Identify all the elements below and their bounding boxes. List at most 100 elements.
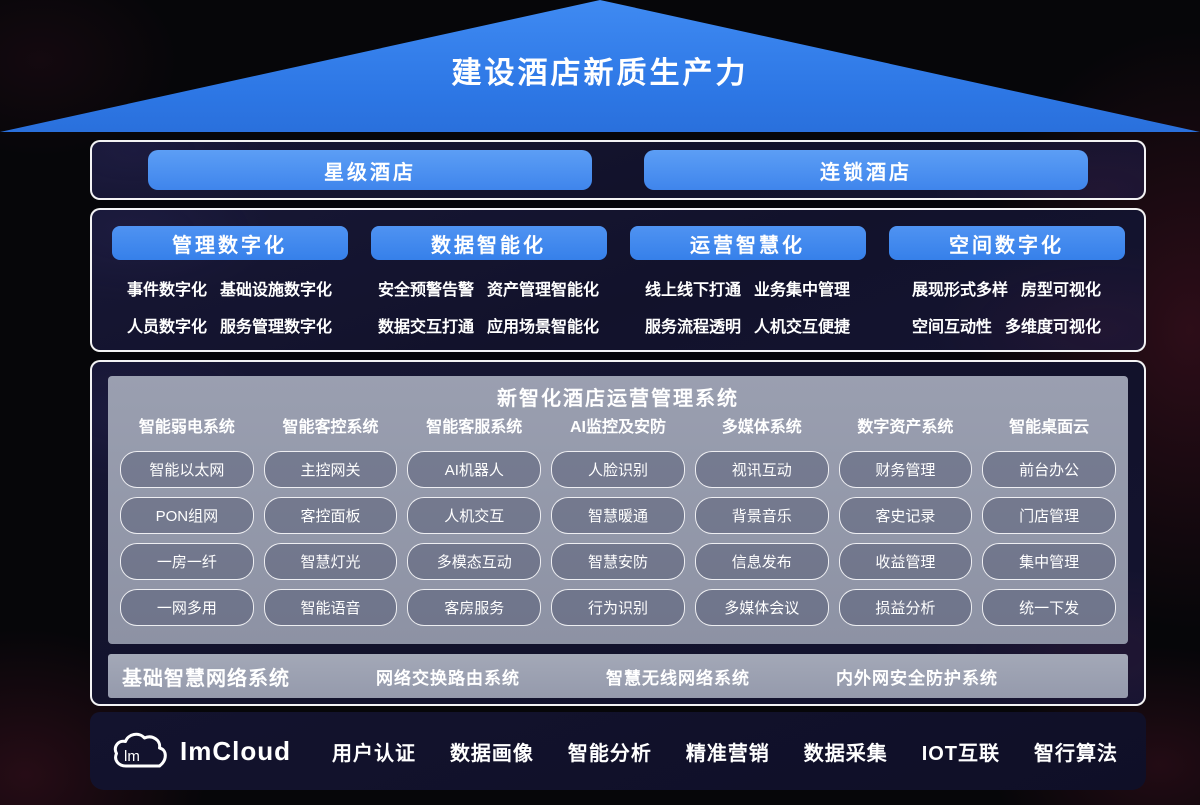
network-item: 智慧无线网络系统 — [606, 668, 750, 688]
pillar-title: 管理数字化 — [111, 226, 348, 260]
footer-item: 数据画像 — [449, 742, 534, 765]
ops-cell: 损益分析 — [838, 589, 973, 626]
pillar-keyword: 服务管理数字化 — [220, 319, 333, 336]
ops-cell: PON组网 — [120, 497, 254, 534]
pillar-space: 空间数字化 展现形式多样 房型可视化 空间互动性 多维度可视化 — [877, 226, 1136, 340]
pillar-keyword: 基础设施数字化 — [220, 282, 333, 299]
pillar-keywords: 展现形式多样 房型可视化 空间互动性 多维度可视化 — [912, 276, 1101, 337]
ops-system-panel: 新智化酒店运营管理系统 智能弱电系统 智能以太网 PON组网 一房一纤 一网多用… — [108, 376, 1128, 644]
pillar-operations: 运营智慧化 线上线下打通 业务集中管理 服务流程透明 人机交互便捷 — [618, 226, 877, 340]
cloud-logo-letters: lm — [124, 748, 140, 765]
ops-column-title: AI监控及安防 — [569, 419, 666, 436]
pillar-keyword-row: 数据交互打通 应用场景智能化 — [378, 313, 599, 337]
pillar-keyword-row: 安全预警告警 资产管理智能化 — [378, 276, 599, 300]
ops-column-title: 多媒体系统 — [721, 419, 802, 436]
pillar-keyword: 线上线下打通 — [644, 282, 741, 299]
pillar-management: 管理数字化 事件数字化 基础设施数字化 人员数字化 服务管理数字化 — [100, 226, 359, 340]
ops-column-digital-assets: 数字资产系统 财务管理 客史记录 收益管理 损益分析 — [838, 414, 973, 626]
ops-column-ai-security: AI监控及安防 人脸识别 智慧暖通 智慧安防 行为识别 — [551, 414, 685, 626]
ops-cell: 集中管理 — [982, 543, 1116, 580]
ops-cell: 智慧暖通 — [551, 497, 685, 534]
hotel-type-chain-label: 连锁酒店 — [820, 161, 912, 184]
pillar-keyword-row: 事件数字化 基础设施数字化 — [127, 276, 332, 300]
ops-cell: 多模态互动 — [407, 543, 542, 580]
pillar-keyword: 事件数字化 — [126, 282, 207, 299]
pillar-title: 空间数字化 — [888, 226, 1125, 260]
ops-system-grid: 智能弱电系统 智能以太网 PON组网 一房一纤 一网多用 智能客控系统 主控网关… — [120, 414, 1116, 626]
pillar-keyword-row: 服务流程透明 人机交互便捷 — [645, 313, 850, 337]
ops-cell: 人脸识别 — [551, 451, 685, 488]
footer-item: 智行算法 — [1033, 742, 1118, 765]
pillar-keyword-row: 展现形式多样 房型可视化 — [912, 276, 1101, 300]
pillar-keyword: 资产管理智能化 — [487, 282, 600, 299]
footer-item: 用户认证 — [332, 742, 416, 765]
brand-name: ImCloud — [180, 735, 291, 766]
ops-cell: 财务管理 — [838, 451, 973, 488]
capability-pillars-section: 管理数字化 事件数字化 基础设施数字化 人员数字化 服务管理数字化 数据智能化 … — [90, 208, 1146, 352]
ops-cell: 视讯互动 — [694, 451, 829, 488]
ops-cell: 前台办公 — [982, 451, 1116, 488]
footer-item: 智能分析 — [567, 742, 652, 765]
pillar-keyword-row: 线上线下打通 业务集中管理 — [645, 276, 850, 300]
ops-cell: 主控网关 — [263, 451, 398, 488]
ops-column-desktop-cloud: 智能桌面云 前台办公 门店管理 集中管理 统一下发 — [982, 414, 1116, 626]
ops-system-section: 新智化酒店运营管理系统 智能弱电系统 智能以太网 PON组网 一房一纤 一网多用… — [90, 360, 1146, 706]
pillar-title: 数据智能化 — [370, 226, 607, 260]
ops-cell: 行为识别 — [551, 589, 685, 626]
ops-cell: 客房服务 — [407, 589, 542, 626]
ops-column-title: 数字资产系统 — [857, 419, 954, 436]
ops-cell: 一房一纤 — [120, 543, 254, 580]
ops-cell: 智能语音 — [263, 589, 398, 626]
imcloud-cloud-icon: lm — [113, 732, 167, 768]
ops-cell: AI机器人 — [407, 451, 542, 488]
ops-cell: 一网多用 — [120, 589, 254, 626]
pillar-keyword: 房型可视化 — [1021, 282, 1102, 299]
network-item: 网络交换路由系统 — [376, 668, 520, 688]
pillar-title: 运营智慧化 — [629, 226, 866, 260]
ops-cell: 多媒体会议 — [694, 589, 829, 626]
hotel-types-section: 星级酒店 连锁酒店 — [90, 140, 1146, 200]
ops-column-multimedia: 多媒体系统 视讯互动 背景音乐 信息发布 多媒体会议 — [694, 414, 829, 626]
ops-cell: 门店管理 — [982, 497, 1116, 534]
pillar-keyword: 人员数字化 — [126, 319, 207, 336]
pillar-keyword: 多维度可视化 — [1005, 319, 1102, 336]
pillar-keyword: 人机交互便捷 — [754, 319, 851, 336]
pillar-keyword: 安全预警告警 — [377, 282, 474, 299]
footer-item: IOT互联 — [921, 742, 1001, 765]
hotel-type-star: 星级酒店 — [148, 150, 592, 190]
pillar-keywords: 事件数字化 基础设施数字化 人员数字化 服务管理数字化 — [127, 276, 332, 337]
pillar-keywords: 安全预警告警 资产管理智能化 数据交互打通 应用场景智能化 — [378, 276, 599, 337]
ops-column-guest-service: 智能客服系统 AI机器人 人机交互 多模态互动 客房服务 — [407, 414, 542, 626]
pillar-keyword: 展现形式多样 — [911, 282, 1008, 299]
ops-column-title: 智能客服系统 — [426, 419, 523, 436]
pillar-keyword-row: 空间互动性 多维度可视化 — [912, 313, 1101, 337]
ops-cell: 客史记录 — [838, 497, 973, 534]
footer-capabilities: 用户认证 数据画像 智能分析 精准营销 数据采集 IOT互联 智行算法 — [298, 737, 1118, 766]
ops-system-title: 新智化酒店运营管理系统 — [497, 388, 739, 410]
ops-column-weak-current: 智能弱电系统 智能以太网 PON组网 一房一纤 一网多用 — [120, 414, 254, 626]
ops-column-title: 智能客控系统 — [282, 419, 379, 436]
ops-cell: 统一下发 — [982, 589, 1116, 626]
ops-column-room-control: 智能客控系统 主控网关 客控面板 智慧灯光 智能语音 — [263, 414, 398, 626]
roof-title: 建设酒店新质生产力 — [451, 57, 749, 90]
ops-cell: 智慧安防 — [551, 543, 685, 580]
ops-column-title: 智能桌面云 — [1009, 419, 1090, 436]
pillar-keyword: 业务集中管理 — [754, 282, 851, 299]
ops-cell: 智能以太网 — [120, 451, 254, 488]
pillar-keyword: 数据交互打通 — [377, 319, 474, 336]
pillar-keywords: 线上线下打通 业务集中管理 服务流程透明 人机交互便捷 — [645, 276, 850, 337]
hotel-type-chain: 连锁酒店 — [644, 150, 1088, 190]
pillar-data: 数据智能化 安全预警告警 资产管理智能化 数据交互打通 应用场景智能化 — [359, 226, 618, 340]
ops-cell: 信息发布 — [694, 543, 829, 580]
ops-cell: 智慧灯光 — [263, 543, 398, 580]
pillar-keyword: 服务流程透明 — [644, 319, 741, 336]
ops-cell: 背景音乐 — [694, 497, 829, 534]
network-systems-bar: 基础智慧网络系统 网络交换路由系统 智慧无线网络系统 内外网安全防护系统 — [108, 654, 1128, 698]
footer-item: 数据采集 — [803, 742, 888, 765]
pillar-keyword-row: 人员数字化 服务管理数字化 — [127, 313, 332, 337]
ops-cell: 人机交互 — [407, 497, 542, 534]
hotel-type-star-label: 星级酒店 — [324, 161, 416, 184]
pillar-keyword: 空间互动性 — [911, 319, 992, 336]
ops-column-title: 智能弱电系统 — [138, 419, 235, 436]
network-item: 基础智慧网络系统 — [122, 667, 290, 690]
